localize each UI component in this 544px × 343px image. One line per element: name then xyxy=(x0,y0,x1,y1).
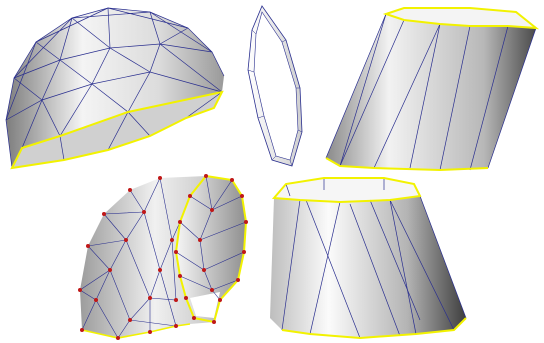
truncated-cone-top-rim xyxy=(271,177,422,204)
truncated-cone-bottom-rim xyxy=(281,317,467,340)
dome-surface xyxy=(6,8,224,168)
tilted-cylinder-bottom-rim xyxy=(325,157,489,172)
ring-inner xyxy=(253,11,299,161)
swept-shell-inner xyxy=(176,176,246,322)
truncated-cone-mesh xyxy=(270,177,467,340)
ring-mesh xyxy=(247,5,303,167)
tilted-cylinder-surface xyxy=(326,8,536,170)
dome-boundary xyxy=(10,90,224,170)
tilted-cylinder-edges xyxy=(325,13,537,171)
dome-inner-face xyxy=(12,92,222,168)
truncated-cone-surface xyxy=(270,178,466,338)
dome-mesh xyxy=(5,7,225,170)
swept-shell-mesh xyxy=(78,174,248,340)
swept-shell-vertices xyxy=(78,174,248,340)
tilted-cylinder-top-rim xyxy=(382,7,540,30)
ring-edges xyxy=(247,29,303,167)
tilted-cylinder-mesh xyxy=(325,7,540,172)
truncated-cone-top xyxy=(274,178,420,202)
truncated-cone-edges xyxy=(281,178,467,339)
swept-shell-hole xyxy=(190,292,220,318)
